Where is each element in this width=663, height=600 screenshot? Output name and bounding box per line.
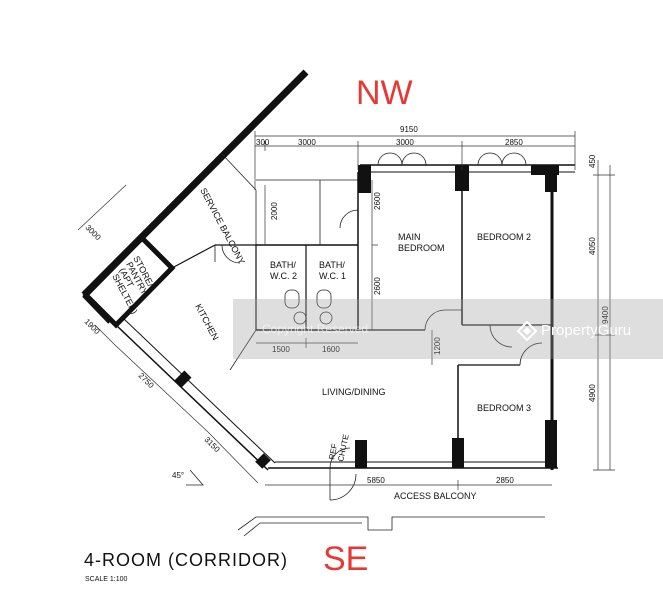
label-refuse-l1: REF xyxy=(327,443,339,461)
label-living: LIVING/DINING xyxy=(322,387,386,397)
label-bath1-l1: BATH/ xyxy=(319,260,345,270)
dim-bot-5850: 5850 xyxy=(367,476,385,485)
angle-marker xyxy=(186,469,204,486)
label-bath2-l1: BATH/ xyxy=(270,260,296,270)
dim-v-2600a: 2600 xyxy=(373,192,382,210)
label-bath2-l2: W.C. 2 xyxy=(270,271,297,281)
dim-l-3150: 3150 xyxy=(203,435,222,454)
compass-south: SE xyxy=(323,540,369,578)
propertyguru-logo-icon xyxy=(517,321,537,341)
corridor-outline-2 xyxy=(243,522,362,537)
col-bed3 xyxy=(452,438,464,468)
label-bath1-l2: W.C. 1 xyxy=(319,271,346,281)
dim-top-300: 300 xyxy=(256,138,270,147)
dim-top-3000b: 3000 xyxy=(396,138,414,147)
dim-v-1200: 1200 xyxy=(433,337,442,355)
dim-h-1600: 1600 xyxy=(322,345,340,354)
kitchen-outer-wall-inner xyxy=(122,317,276,464)
corridor-outline xyxy=(237,516,545,531)
label-kitchen: KITCHEN xyxy=(193,302,220,342)
dim-l-1900: 1900 xyxy=(83,317,102,336)
dim-lines xyxy=(77,131,615,490)
dim-l-3000: 3000 xyxy=(84,223,103,242)
svc-balcony-wall xyxy=(221,153,257,191)
kitchen-outer-wall xyxy=(115,324,269,471)
dim-r-4900: 4900 xyxy=(588,384,597,402)
label-access-balcony: ACCESS BALCONY xyxy=(394,491,477,501)
col-right-1 xyxy=(545,420,557,468)
dim-top-total: 9150 xyxy=(400,125,418,134)
gate-swing xyxy=(329,473,357,501)
window-swing-2 xyxy=(477,152,527,166)
dim-top-3000a: 3000 xyxy=(298,138,316,147)
col-top-1 xyxy=(358,165,371,193)
angle-label: 45° xyxy=(172,471,184,480)
dim-top-2850: 2850 xyxy=(505,138,523,147)
wc-2 xyxy=(284,289,300,309)
kitchen-counter xyxy=(229,329,257,371)
dim-l-2750: 2750 xyxy=(137,371,156,390)
bed3-door xyxy=(519,342,543,366)
basin-2 xyxy=(293,311,307,325)
bath-door-swing xyxy=(339,209,359,229)
column-k2 xyxy=(255,453,271,469)
wc-1 xyxy=(316,289,332,309)
main-bed-door xyxy=(424,309,462,331)
label-main-l1: MAIN xyxy=(398,232,421,242)
dim-h-1500: 1500 xyxy=(272,345,290,354)
window-swing-1 xyxy=(377,152,427,166)
plan-scale: SCALE 1:100 xyxy=(85,576,128,583)
kitchen-divider xyxy=(171,244,216,269)
main-door xyxy=(329,447,351,469)
kitchen-door-swing xyxy=(221,244,241,264)
bed2-door xyxy=(489,324,513,348)
label-service-balcony: SERVICE BALCONY xyxy=(198,186,247,266)
label-main-l2: BEDROOM xyxy=(398,243,445,253)
plan-title: 4-ROOM (CORRIDOR) xyxy=(84,550,288,570)
watermark-band xyxy=(233,299,663,359)
watermark-brand: PropertyGuru xyxy=(541,322,632,339)
watermark-faint: Copyright Reserved xyxy=(262,322,369,336)
label-bedroom2: BEDROOM 2 xyxy=(477,232,531,242)
label-bedroom3: BEDROOM 3 xyxy=(477,403,531,413)
basin-1 xyxy=(319,311,333,325)
dim-r-9400: 9400 xyxy=(601,306,610,324)
dim-v-2600b: 2600 xyxy=(373,277,382,295)
compass-north: NW xyxy=(356,74,413,112)
dim-v-2000: 2000 xyxy=(270,202,279,220)
dim-bot-2850: 2850 xyxy=(496,476,514,485)
column-k1 xyxy=(174,370,192,388)
dim-r-4050: 4050 xyxy=(588,237,597,255)
col-bottom xyxy=(355,440,367,468)
dim-r-450: 450 xyxy=(588,154,597,168)
